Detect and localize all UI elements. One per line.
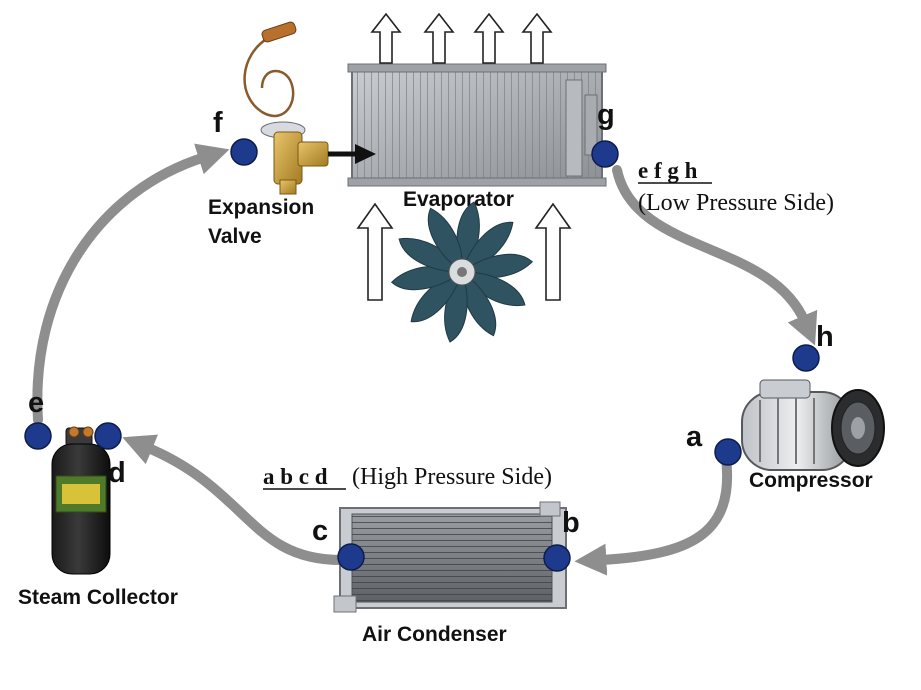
sensing-bulb	[261, 21, 297, 43]
point-h-marker	[792, 344, 820, 372]
flow-arrow-a-to-b	[574, 453, 733, 576]
evaporator: Evaporator	[347, 63, 607, 211]
point-g-marker	[591, 140, 619, 168]
point-a-marker	[714, 438, 742, 466]
point-g-label: g	[597, 99, 615, 131]
steam-collector: Steam Collector	[18, 426, 178, 609]
airflow-arrows-in	[356, 202, 572, 301]
point-f-marker	[230, 138, 258, 166]
flow-arrow-c-to-d	[122, 434, 350, 566]
point-labels: f g h a b c d e	[28, 99, 834, 547]
airflow-up-arrow-icon	[356, 202, 394, 301]
low-pressure-letters: e f g h	[638, 158, 698, 183]
point-c-label: c	[312, 515, 328, 547]
point-b-label: b	[562, 507, 580, 539]
airflow-up-arrow-icon	[521, 12, 553, 64]
point-d-marker	[94, 422, 122, 450]
airflow-up-arrow-icon	[473, 12, 505, 64]
expansion-valve-label-line2: Valve	[208, 225, 262, 248]
point-h-label: h	[816, 321, 834, 353]
compressor-label: Compressor	[749, 469, 873, 492]
flow-arrow-g-to-h	[612, 165, 818, 346]
cycle-points	[24, 138, 820, 572]
flow-arrow-e-to-f	[32, 143, 230, 425]
point-d-label: d	[108, 457, 126, 489]
fan-icon	[390, 201, 534, 343]
flow-arrows	[32, 143, 818, 576]
point-e-marker	[24, 422, 52, 450]
high-pressure-annotation: a b c d (High Pressure Side)	[263, 464, 552, 490]
low-pressure-annotation: e f g h (Low Pressure Side)	[638, 158, 834, 216]
point-f-label: f	[213, 107, 223, 139]
expansion-valve-label-line1: Expansion	[208, 196, 314, 219]
capillary-tube	[243, 36, 295, 118]
evaporator-label: Evaporator	[403, 188, 514, 211]
air-condenser: Air Condenser	[333, 501, 567, 646]
airflow-arrows-out	[370, 12, 553, 64]
point-c-marker	[337, 543, 365, 571]
point-b-marker	[543, 544, 571, 572]
expansion-valve: Expansion Valve	[208, 21, 376, 248]
airflow-up-arrow-icon	[534, 202, 572, 301]
airflow-up-arrow-icon	[423, 12, 455, 64]
steam-collector-label: Steam Collector	[18, 586, 178, 609]
air-condenser-label: Air Condenser	[362, 623, 507, 646]
high-pressure-letters: a b c d	[263, 464, 328, 489]
high-pressure-label: (High Pressure Side)	[352, 464, 552, 490]
compressor: Compressor	[741, 379, 885, 492]
point-e-label: e	[28, 387, 44, 419]
airflow-up-arrow-icon	[370, 12, 402, 64]
point-a-label: a	[686, 421, 703, 453]
arrow-head-icon	[355, 144, 376, 164]
low-pressure-label: (Low Pressure Side)	[638, 190, 834, 216]
